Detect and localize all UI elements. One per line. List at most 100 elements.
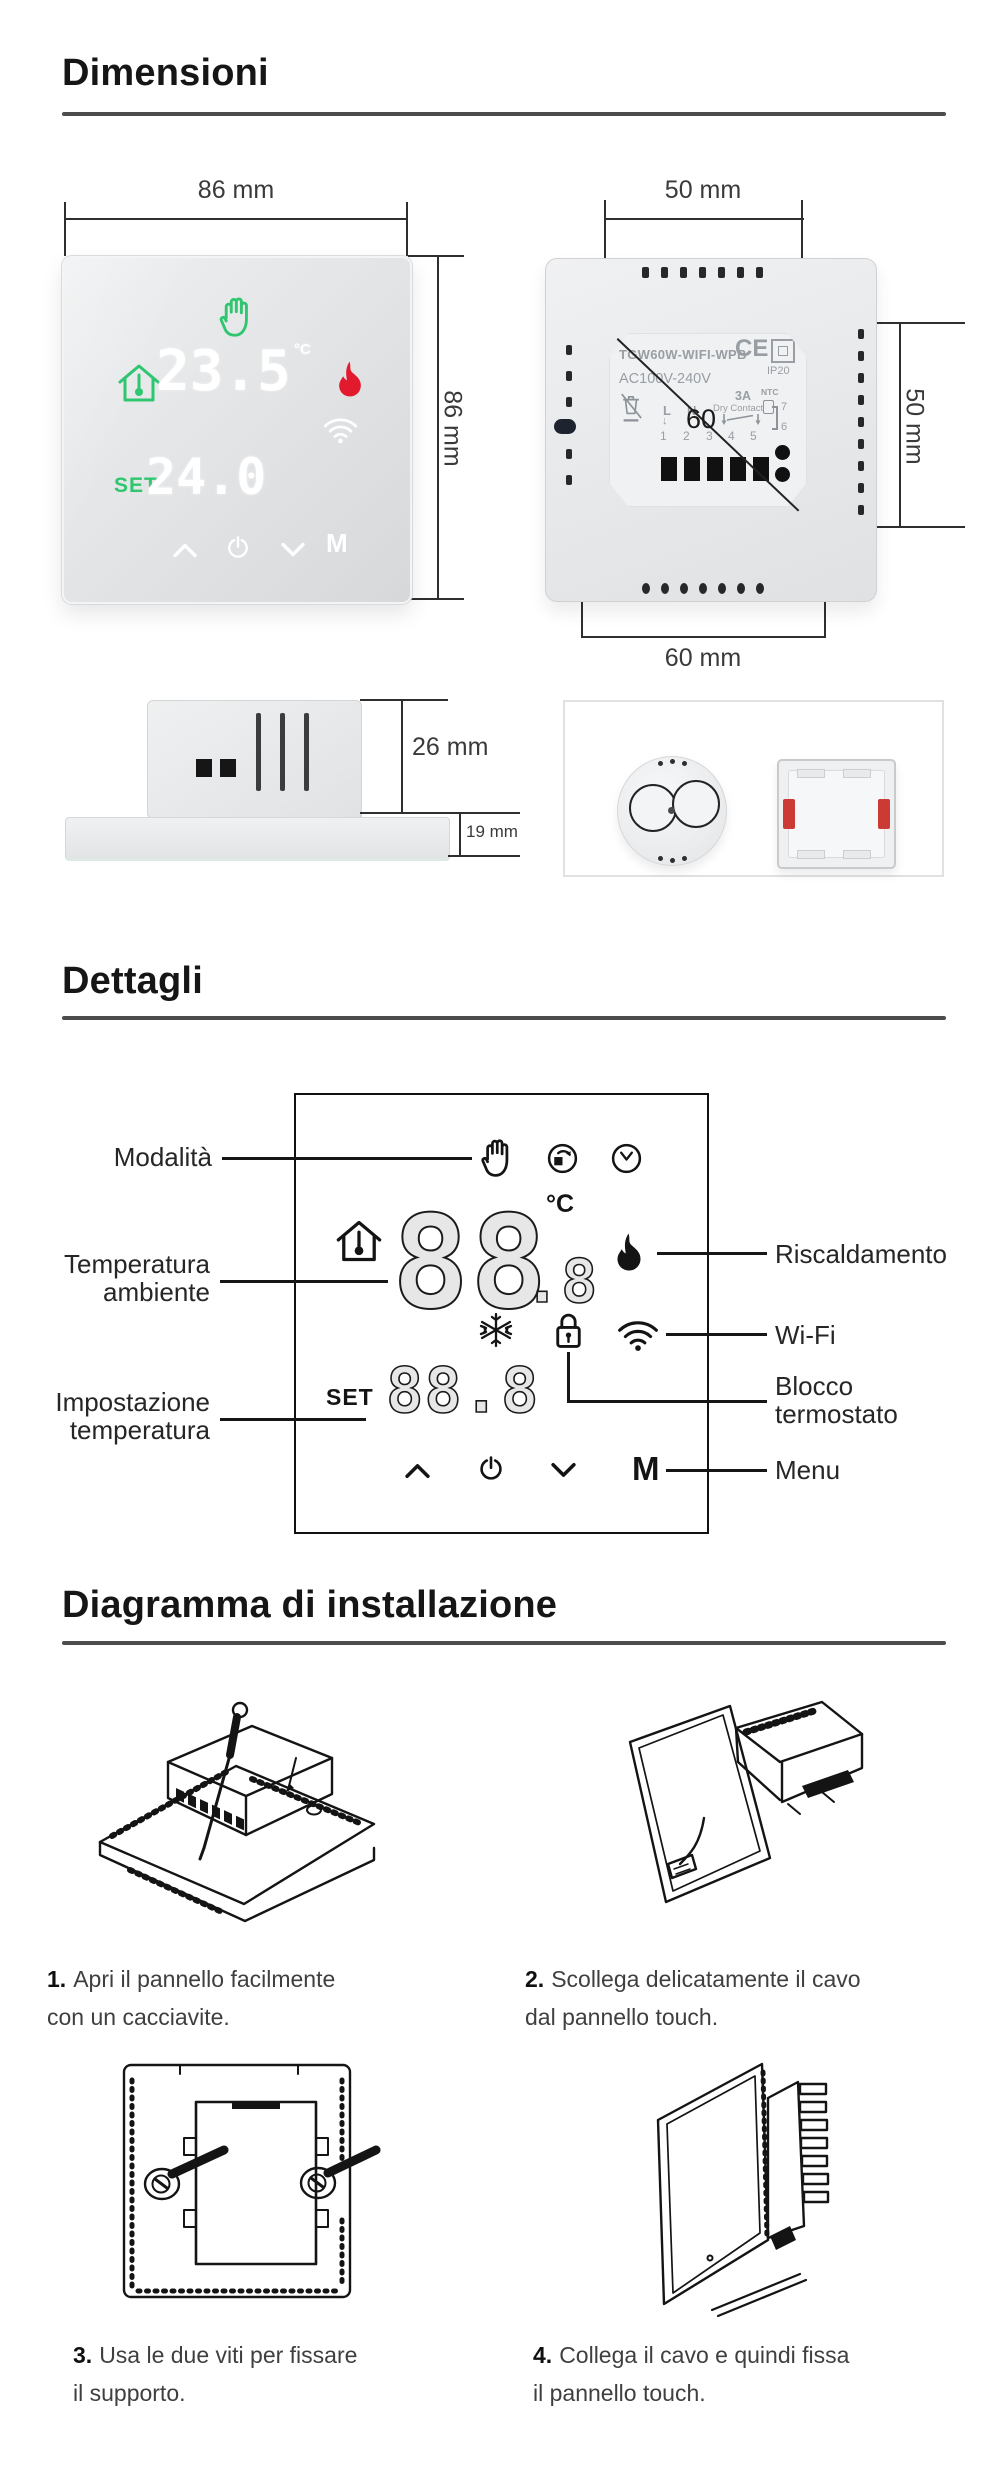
vent [756, 267, 763, 278]
arrow-down-glyph: ↓ [686, 415, 692, 427]
vent [858, 461, 864, 471]
step-number: 2. [525, 1966, 545, 1992]
vent [858, 329, 864, 339]
leader-line [220, 1418, 366, 1421]
thermostat-front-view: 23.5 °C SET 24.0 M [62, 256, 412, 604]
tab-dot [682, 761, 687, 766]
dim-tick [852, 526, 965, 528]
set-temp-value: 24.0 [146, 448, 267, 506]
thermostat-side-view-module [147, 700, 362, 819]
up-button-icon [404, 1462, 431, 1479]
wifi-icon [616, 1318, 660, 1352]
tab-dot [658, 761, 663, 766]
label-modalita: Modalità [113, 1142, 212, 1172]
dim-line [437, 256, 439, 600]
down-button-icon [550, 1462, 577, 1479]
dim-tick [360, 812, 448, 814]
terminal-6-label: 6 [781, 421, 788, 433]
up-button-icon [172, 542, 198, 558]
vent [680, 583, 688, 594]
label-riscaldamento: Riscaldamento [775, 1239, 947, 1269]
class2-insulation-icon [771, 339, 795, 363]
step4-attach-panel-illustration [656, 2062, 830, 2318]
leader-line [567, 1352, 570, 1402]
clock-icon [610, 1142, 643, 1175]
step1-caption: 1.Apri il pannello facilmente con un cac… [47, 1960, 377, 2036]
back-side-dim-label: 50 mm [900, 388, 929, 465]
vent [858, 505, 864, 515]
touch-hand-icon [216, 294, 254, 338]
vent [718, 583, 726, 594]
touch-hand-icon [478, 1136, 514, 1178]
terminal-number: 5 [750, 429, 757, 443]
side-depth-dim-label: 26 mm [412, 733, 489, 761]
label-line: Impostazione [55, 1387, 210, 1417]
mounting-clip [554, 419, 576, 434]
step4-caption: 4.Collega il cavo e quindi fissa il pann… [533, 2336, 893, 2412]
step-text: Scollega delicatamente il cavo [551, 1966, 861, 1992]
vent [858, 373, 864, 383]
terminal-block [661, 457, 677, 481]
dry-contact-switch-icon [719, 413, 763, 427]
box-slot [797, 769, 825, 778]
vent [680, 267, 687, 278]
dim-line [459, 813, 461, 857]
dim-tick [824, 594, 826, 638]
leader-line [666, 1469, 767, 1472]
terminal-block [684, 457, 700, 481]
center-screw-hole [668, 807, 675, 814]
square-box-cavity [788, 770, 885, 858]
vent [718, 267, 725, 278]
vent [699, 267, 706, 278]
vent [642, 583, 650, 594]
heating-flame-icon [612, 1232, 646, 1272]
terminal-block [707, 457, 723, 481]
box-slot [797, 850, 825, 859]
back-bottom-dim-label: 60 mm [664, 644, 742, 672]
terminal-number: 3 [706, 429, 713, 443]
vent [737, 267, 744, 278]
temp-unit: °C [294, 341, 311, 358]
dim-tick [360, 699, 448, 701]
heating-flame-icon [334, 360, 366, 398]
relay-type: Dry Contact [713, 403, 764, 414]
label-menu: Menu [775, 1455, 841, 1485]
wifi-icon [322, 416, 359, 444]
round-mounting-box [617, 756, 727, 866]
side-slot [280, 713, 285, 791]
vent [699, 583, 707, 594]
no-trash-icon [619, 391, 643, 423]
vent [566, 397, 572, 407]
step-text: con un cacciavite. [47, 2004, 230, 2030]
leader-line [567, 1400, 767, 1403]
step-text: dal pannello touch. [525, 2004, 719, 2030]
vent [661, 583, 669, 594]
front-width-dim-label: 86 mm [197, 176, 275, 204]
terminal-l-label: L [663, 403, 671, 418]
vent [858, 351, 864, 361]
tab-dot [670, 759, 675, 764]
step-text: Collega il cavo e quindi fissa [559, 2342, 850, 2368]
label-temperatura-ambiente: Temperatura ambiente [40, 1250, 210, 1306]
glass-reflection [64, 258, 237, 602]
terminal-number: 2 [683, 429, 690, 443]
dim-tick [448, 812, 520, 814]
leader-line [222, 1157, 472, 1160]
square-mounting-box [777, 759, 896, 869]
menu-button-label: M [632, 1450, 660, 1487]
box-slot [843, 850, 871, 859]
details-title: Dettagli [62, 960, 203, 1002]
set-digits: 88.8 [385, 1354, 540, 1427]
dimensions-divider [62, 112, 946, 116]
side-slot [256, 713, 261, 791]
side-slot [304, 713, 309, 791]
side-port [196, 759, 212, 777]
dim-tick [408, 598, 464, 600]
terminal-number: 1 [660, 429, 667, 443]
dim-tick [408, 255, 464, 257]
ntc-bracket [772, 406, 777, 408]
screw-hole [775, 467, 790, 482]
step-text: il supporto. [73, 2380, 186, 2406]
dim-line [65, 218, 408, 220]
